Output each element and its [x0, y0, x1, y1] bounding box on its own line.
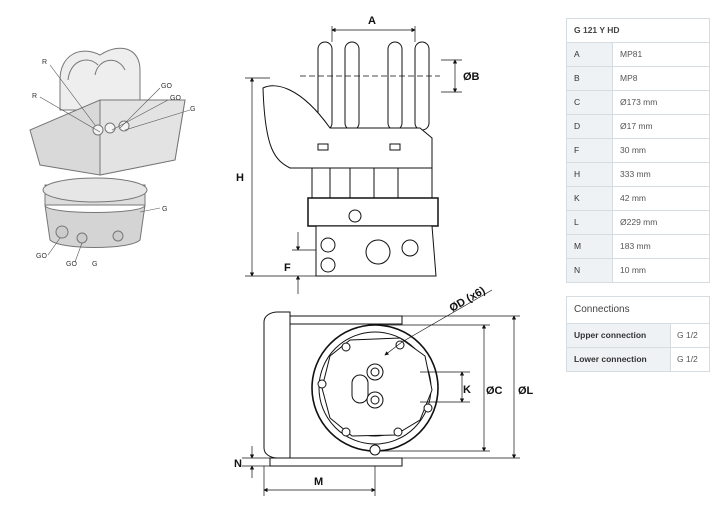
drawing-svg: R R GO G G GO GO G GO [29, 15, 534, 496]
iso-label-r1: R [42, 59, 47, 66]
spec-value: 183 mm [620, 241, 651, 251]
spec-key: B [567, 67, 613, 90]
dim-label-d: ØD (x6) [448, 284, 488, 314]
table-row: K 42 mm [567, 187, 709, 211]
top-dimensions [242, 289, 520, 496]
dim-label-l: ØL [518, 385, 534, 397]
dim-label-a: A [368, 15, 376, 27]
top-view [263, 311, 439, 467]
table-row: F 30 mm [567, 139, 709, 163]
table-row: M 183 mm [567, 235, 709, 259]
dim-label-h: H [236, 172, 244, 184]
spec-key: M [567, 235, 613, 258]
spec-value: 333 mm [620, 169, 651, 179]
connection-value: G 1/2 [677, 330, 698, 340]
spec-key: D [567, 115, 613, 138]
iso-label-go2: GO [36, 253, 47, 260]
spec-key: F [567, 139, 613, 162]
spec-key: L [567, 211, 613, 234]
iso-label-go1: GO [161, 83, 172, 90]
connection-key: Lower connection [567, 348, 671, 371]
technical-drawing: R R GO G G GO GO G GO [29, 15, 534, 496]
spec-key: H [567, 163, 613, 186]
spec-value: 10 mm [620, 265, 646, 275]
spec-value: Ø229 mm [620, 217, 658, 227]
table-row: Lower connection G 1/2 [567, 348, 709, 371]
side-view [262, 41, 440, 277]
spec-value: MP8 [620, 73, 638, 83]
spec-value: 30 mm [620, 145, 646, 155]
table-row: L Ø229 mm [567, 211, 709, 235]
spec-value: MP81 [620, 49, 643, 59]
iso-label-g3: G [92, 261, 97, 268]
table-row: D Ø17 mm [567, 115, 709, 139]
dim-label-n: N [234, 458, 242, 470]
isometric-leaders [39, 64, 191, 263]
connections-title: Connections [567, 297, 709, 324]
spec-value: Ø173 mm [620, 97, 658, 107]
table-row: N 10 mm [567, 259, 709, 282]
connection-key: Upper connection [567, 324, 671, 347]
isometric-view [29, 47, 186, 248]
spec-key: K [567, 187, 613, 210]
spec-table-title: G 121 Y HD [567, 19, 709, 43]
iso-label-go4: GO [170, 95, 181, 102]
dim-label-b: ØB [463, 71, 480, 83]
table-row: C Ø173 mm [567, 91, 709, 115]
iso-label-r2: R [32, 93, 37, 100]
table-row: H 333 mm [567, 163, 709, 187]
dim-label-f: F [284, 262, 291, 274]
table-row: A MP81 [567, 43, 709, 67]
spec-value: Ø17 mm [620, 121, 653, 131]
iso-label-g1: G [190, 106, 195, 113]
connections-table: Connections Upper connection G 1/2 Lower … [566, 296, 710, 372]
iso-label-g2: G [162, 206, 167, 213]
dim-label-k: K [463, 384, 471, 396]
connection-value: G 1/2 [677, 354, 698, 364]
dim-label-c: ØC [486, 385, 503, 397]
side-dimensions [245, 26, 462, 294]
table-row: B MP8 [567, 67, 709, 91]
spec-key: A [567, 43, 613, 66]
table-row: Upper connection G 1/2 [567, 324, 709, 348]
spec-value: 42 mm [620, 193, 646, 203]
spec-table: G 121 Y HD A MP81 B MP8 C Ø173 mm D Ø17 mm F… [566, 18, 710, 283]
spec-key: N [567, 259, 613, 282]
iso-label-go3: GO [66, 261, 77, 268]
dim-label-m: M [314, 476, 323, 488]
spec-key: C [567, 91, 613, 114]
